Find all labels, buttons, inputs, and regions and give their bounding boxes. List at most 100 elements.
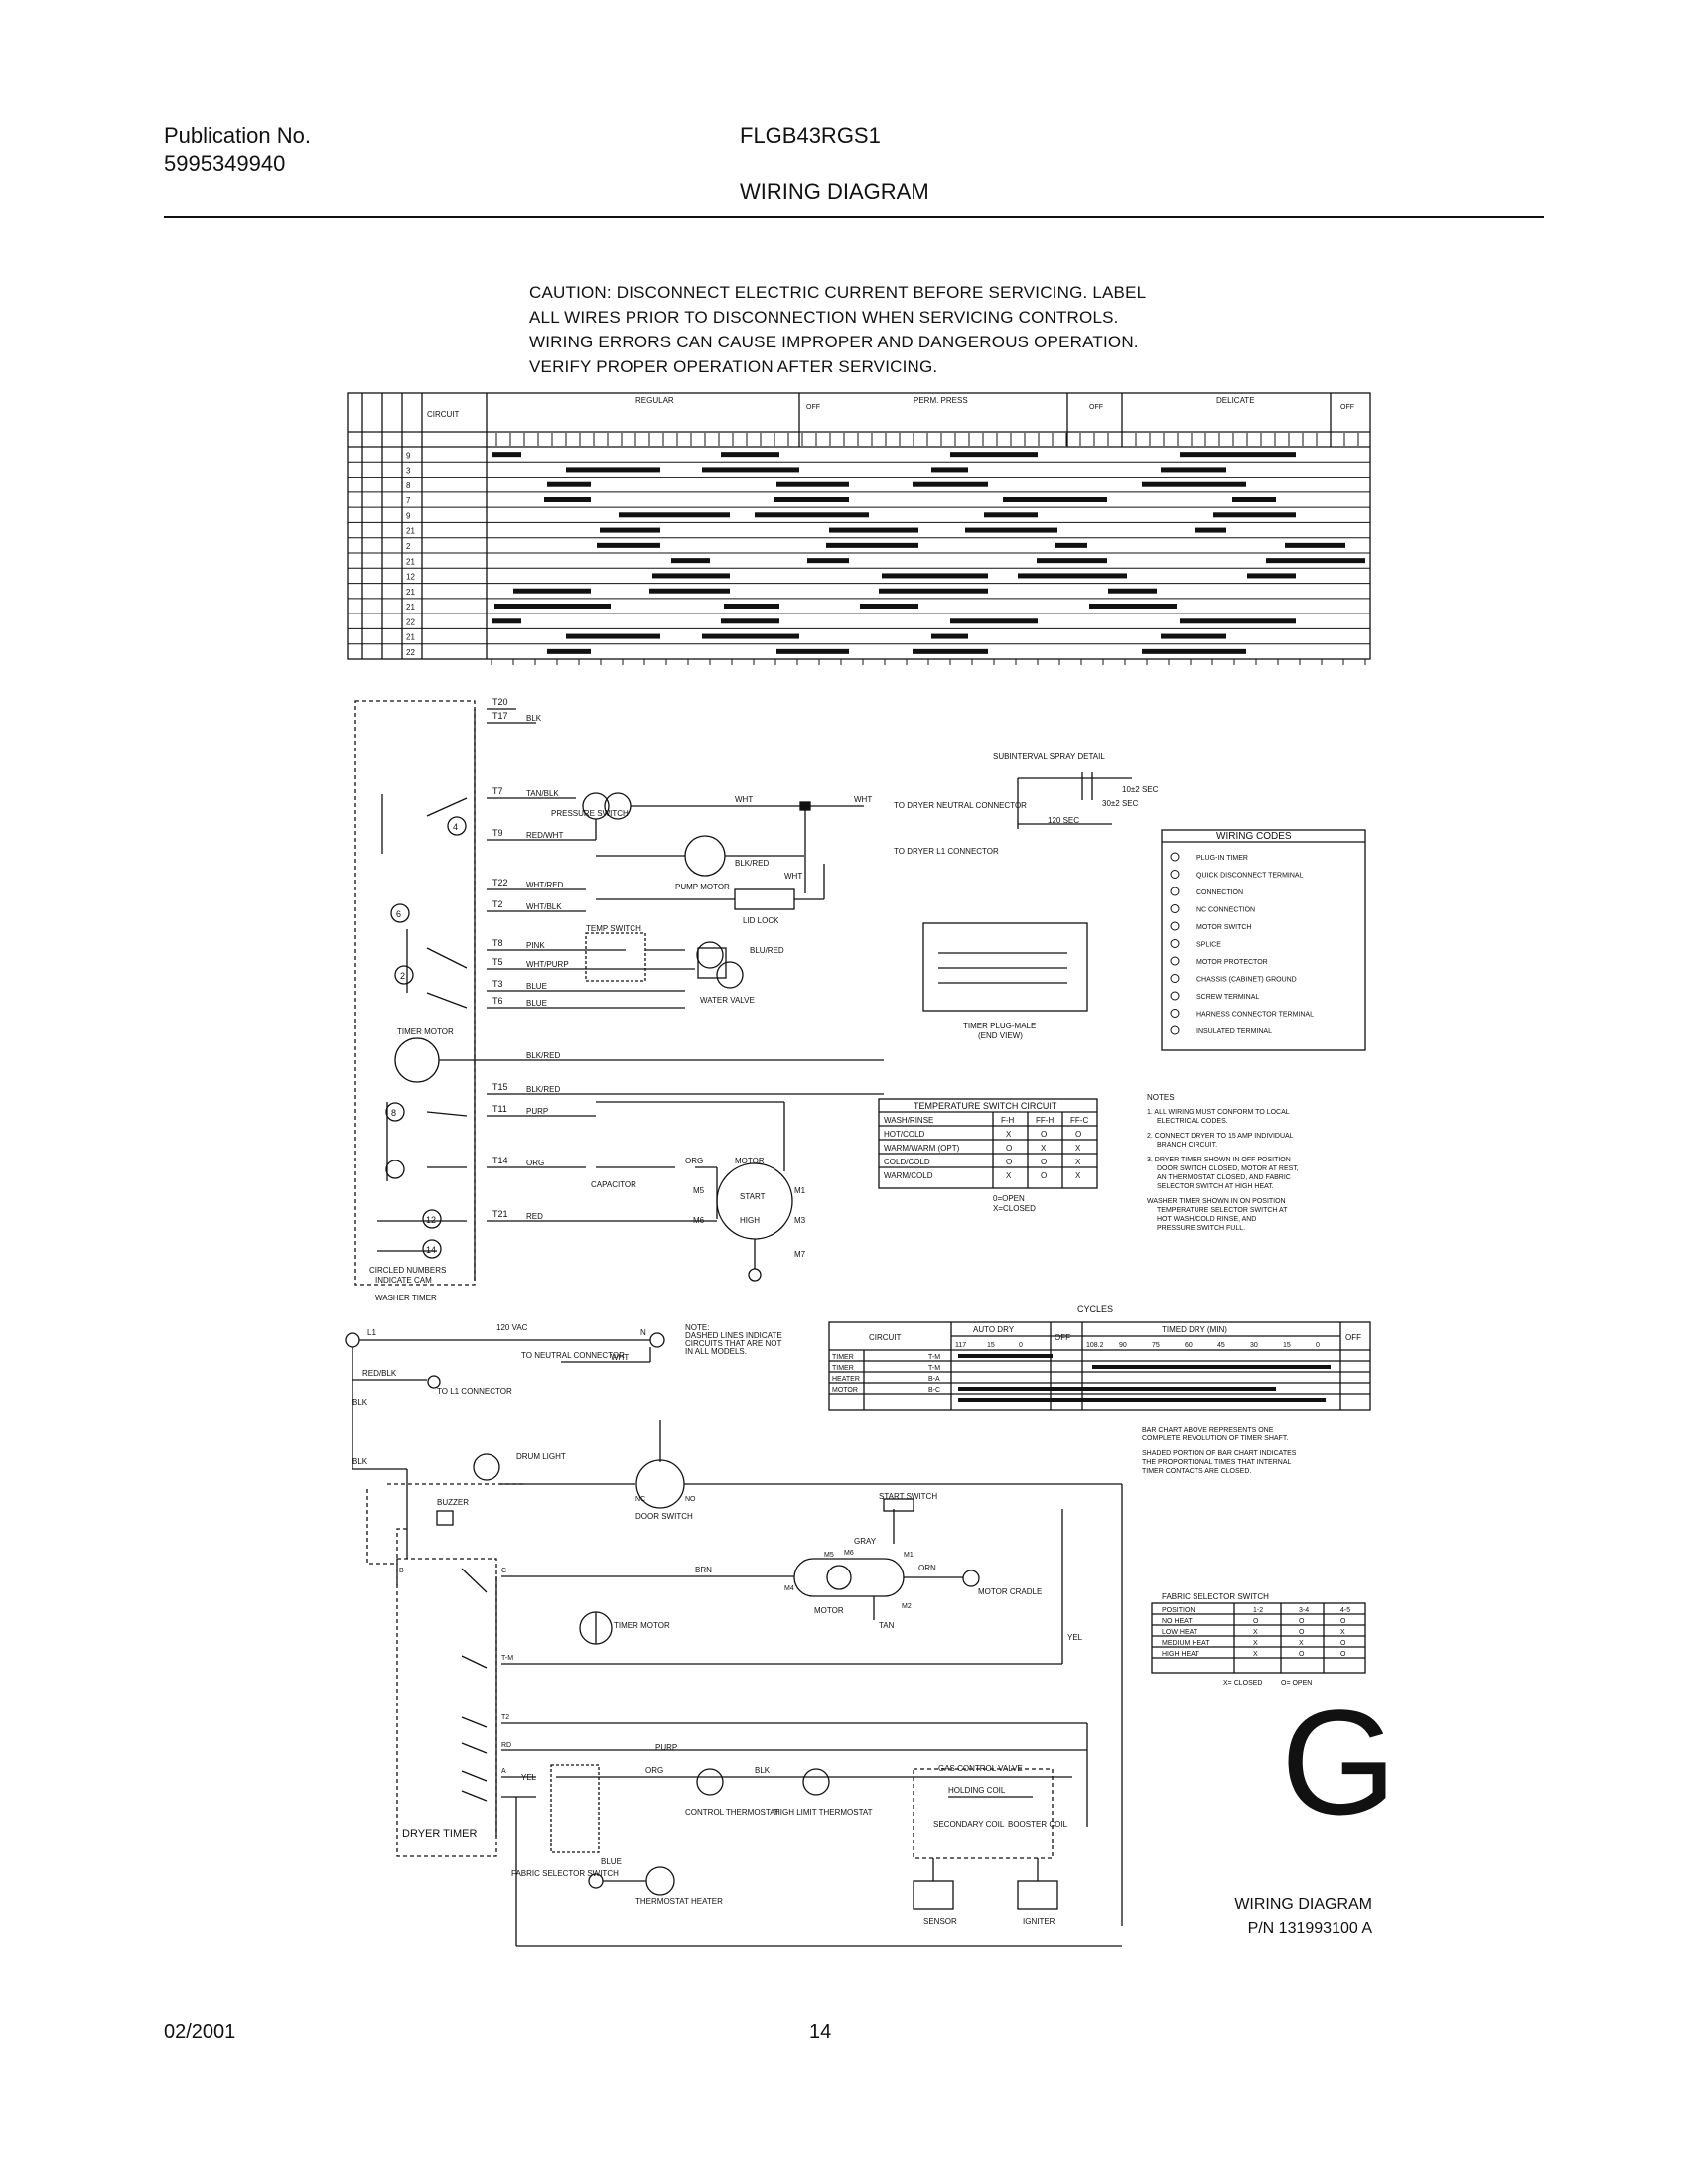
- code-label: QUICK DISCONNECT TERMINAL: [1196, 873, 1304, 880]
- chart-bar: [774, 497, 849, 502]
- dryer-label: ORN: [918, 1564, 936, 1572]
- caution-text: CAUTION: DISCONNECT ELECTRIC CURRENT BEF…: [529, 280, 1146, 379]
- dryer-label: GRAY: [854, 1537, 877, 1546]
- code-label: MOTOR SWITCH: [1196, 924, 1251, 931]
- code-symbol: [1170, 921, 1180, 931]
- chart-bar: [931, 467, 968, 473]
- fabric-cell: X: [1299, 1640, 1304, 1647]
- temp-cell: O: [1041, 1158, 1047, 1166]
- publication-label: Publication No.: [164, 123, 311, 148]
- chart-row-label: 9: [406, 451, 411, 460]
- chart-bar: [721, 618, 779, 624]
- cycle-perm-press: PERM. PRESS: [914, 396, 968, 405]
- component-label: START: [740, 1192, 766, 1201]
- dryer-label: TO NEUTRAL CONNECTOR: [521, 1351, 625, 1360]
- fabric-cell: MEDIUM HEAT: [1162, 1640, 1210, 1647]
- page-title: WIRING DIAGRAM: [740, 179, 929, 204]
- washer-timer-label: WASHER TIMER: [375, 1294, 437, 1302]
- dryer-label: FABRIC SELECTOR SWITCH: [511, 1869, 619, 1878]
- subinterval-spray-detail: [1017, 772, 1132, 829]
- dryer-label: BUZZER: [437, 1498, 469, 1507]
- temp-cell: X: [1075, 1158, 1081, 1166]
- dryer-label: 120 VAC: [496, 1323, 528, 1332]
- fabric-legend: O= OPEN: [1281, 1680, 1312, 1687]
- chart-bar: [1247, 573, 1296, 579]
- cycles-note: COMPLETE REVOLUTION OF TIMER SHAFT.: [1142, 1435, 1288, 1442]
- dryer-terminal: B: [399, 1568, 404, 1574]
- dryer-label: YEL: [1067, 1633, 1083, 1642]
- chart-row-label: 12: [406, 573, 415, 582]
- note-line: SELECTOR SWITCH AT HIGH HEAT.: [1157, 1183, 1274, 1190]
- dryer-label: RED/BLK: [362, 1369, 397, 1378]
- dryer-terminal: A: [501, 1768, 506, 1775]
- component-label: TIMER MOTOR: [397, 1027, 454, 1036]
- dryer-label: BLUE: [601, 1857, 622, 1866]
- chart-bar: [649, 588, 730, 594]
- cycles-note: THE PROPORTIONAL TIMES THAT INTERNAL: [1142, 1459, 1292, 1466]
- dryer-terminal: M6: [844, 1550, 854, 1557]
- cycles-tick: 117: [955, 1342, 966, 1349]
- circled-number: 14: [426, 1245, 436, 1255]
- code-label: CHASSIS (CABINET) GROUND: [1196, 977, 1297, 984]
- note-line: PRESSURE SWITCH FULL.: [1157, 1225, 1245, 1232]
- motor-terminal: M3: [794, 1216, 806, 1225]
- code-symbol: [1170, 904, 1180, 913]
- cycles-row-code: B-A: [928, 1376, 940, 1383]
- fabric-header-cell: 1-2: [1253, 1607, 1263, 1614]
- terminal-label: T11: [492, 1104, 507, 1114]
- cycles-tick: 60: [1185, 1342, 1193, 1349]
- dryer-label: MOTOR CRADLE: [978, 1587, 1042, 1596]
- washer-schematic: [354, 700, 884, 1286]
- motor-terminal: M1: [794, 1186, 806, 1195]
- chart-bar: [544, 497, 591, 502]
- chart-row-label: 21: [406, 588, 415, 597]
- chart-bar: [1003, 497, 1107, 502]
- cycles-row-name: TIMER: [832, 1365, 854, 1372]
- fabric-cell: X: [1340, 1629, 1345, 1636]
- dryer-schematic: [345, 1332, 1123, 1947]
- temp-header-cell: FF-C: [1070, 1116, 1088, 1125]
- temperature-switch-table: [878, 1098, 1098, 1189]
- chart-bar: [950, 618, 1038, 624]
- wire-label: BLK: [526, 714, 542, 723]
- cycle-off: OFF: [1089, 404, 1103, 411]
- wire-label: WHT: [854, 795, 872, 804]
- publication-number: 5995349940: [164, 151, 286, 176]
- chart-bar: [826, 542, 918, 548]
- fabric-cell: O: [1253, 1618, 1259, 1625]
- terminal-label: T3: [492, 979, 503, 989]
- component-label: LID LOCK: [743, 916, 779, 925]
- temp-cell: WARM/WARM (OPT): [884, 1144, 960, 1153]
- chart-bar: [1018, 573, 1127, 579]
- code-symbol: [1170, 852, 1180, 862]
- dryer-label: DASHED LINES INDICATE: [685, 1331, 782, 1340]
- cycle-regular: REGULAR: [635, 396, 674, 405]
- temp-cell: COLD/COLD: [884, 1158, 930, 1166]
- wire-label: RED/WHT: [526, 831, 563, 840]
- component-label: HIGH: [740, 1216, 760, 1225]
- cycles-tick: 90: [1119, 1342, 1127, 1349]
- chart-bar: [566, 633, 660, 639]
- chart-bar: [513, 588, 591, 594]
- chart-bar: [671, 558, 710, 564]
- chart-bar: [597, 542, 660, 548]
- code-label: CONNECTION: [1196, 889, 1243, 896]
- mark-label: WIRING DIAGRAM: [1234, 1896, 1372, 1913]
- fabric-cell: LOW HEAT: [1162, 1629, 1198, 1636]
- chart-bar: [721, 452, 779, 458]
- chart-bar: [1142, 648, 1246, 654]
- wire-label: WHT/PURP: [526, 960, 569, 969]
- dryer-label: SECONDARY COIL: [933, 1820, 1005, 1829]
- cycles-off: OFF: [1345, 1333, 1361, 1342]
- wire-label: BLK/RED: [526, 1051, 560, 1060]
- wire-label: BLU/RED: [750, 946, 784, 955]
- component-label: TEMP SWITCH: [586, 924, 641, 933]
- circled-number: 6: [396, 909, 401, 919]
- cycles-circuit: CIRCUIT: [869, 1333, 902, 1342]
- chart-row-label: 21: [406, 633, 415, 642]
- dryer-label: N: [640, 1328, 646, 1337]
- code-symbol: [1170, 991, 1180, 1001]
- dryer-label: HIGH LIMIT THERMOSTAT: [774, 1808, 873, 1817]
- cycles-timed-dry: TIMED DRY (MIN): [1162, 1325, 1227, 1334]
- cycles-tick: 0: [1019, 1342, 1023, 1349]
